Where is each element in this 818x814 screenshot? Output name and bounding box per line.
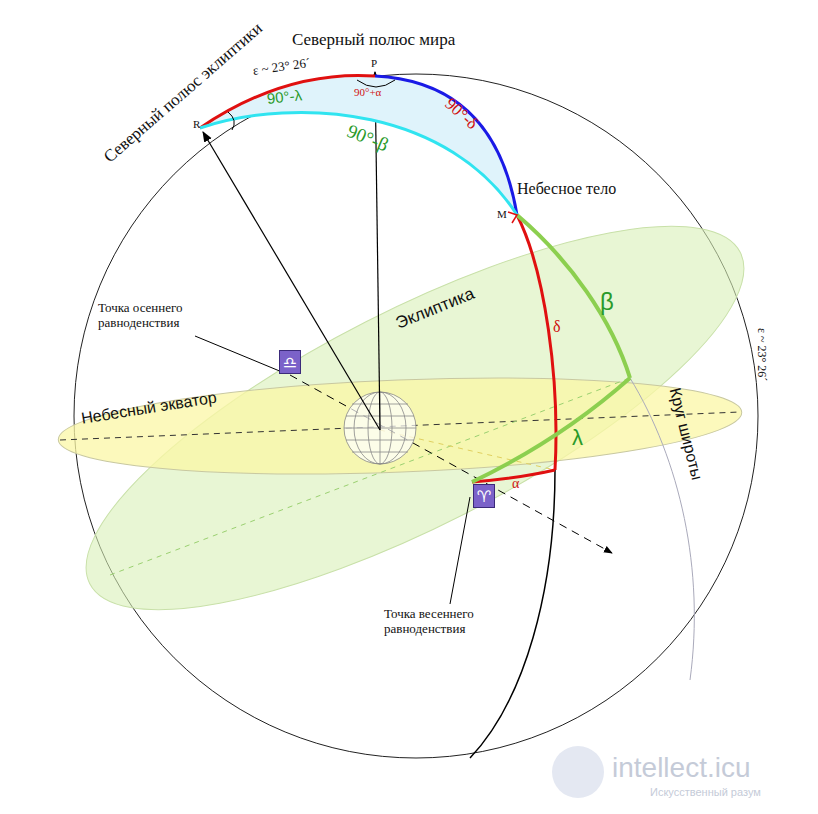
arc-label: β (600, 288, 614, 316)
spherical-triangle (200, 75, 517, 215)
globe-parallel (346, 440, 414, 441)
zodiac-sign: ♎ (283, 353, 297, 372)
zodiac-sign: ♈ (477, 487, 491, 506)
angle-label: ε ~ 23° 26´ (252, 56, 311, 79)
hour-circle (470, 470, 555, 758)
body-label: Небесное тело (517, 180, 616, 198)
arc-codeclination (375, 76, 517, 215)
arc-label: 90°-β (344, 120, 392, 156)
point-label: Точка весеннего равноденствия (384, 607, 504, 637)
watermark: Искусственный разум (650, 786, 761, 799)
leader-line (195, 336, 282, 372)
angle-label: 90°+α (354, 86, 381, 99)
angle-mark (357, 80, 395, 87)
arc-longitude (472, 378, 630, 482)
angle-mark (228, 112, 234, 130)
celestial-axis (375, 72, 380, 430)
arc-label: δ (553, 318, 561, 336)
pole-label: Северный полюс мира (292, 30, 455, 50)
leader-line (450, 497, 470, 604)
angle-label: ε ~ 23° 26´ (754, 328, 768, 381)
zodiac-sign-box: ♎ (279, 350, 301, 374)
point-label: Точка осеннего равноденствия (98, 301, 206, 331)
ecliptic-plane (41, 156, 789, 680)
watermark-logo (552, 746, 604, 798)
pole-label: Северный полюс эклиптики (100, 19, 266, 167)
globe-parallel (352, 452, 408, 453)
watermark: intellect.icu (612, 752, 751, 784)
equator-plane (56, 366, 743, 485)
arc-label: α (512, 476, 519, 492)
arc-latitude (517, 215, 630, 378)
equinox-line (290, 375, 612, 553)
point-letter: M (497, 208, 507, 221)
zodiac-sign-box: ♈ (473, 484, 495, 508)
point-letter: R (193, 118, 200, 131)
arc-declination (517, 215, 556, 470)
body-mark (508, 212, 517, 223)
ecliptic-axis (203, 132, 380, 430)
angle-label: 90°-λ (266, 86, 303, 107)
arc-label: λ (572, 425, 583, 450)
point-letter: P (371, 57, 377, 70)
